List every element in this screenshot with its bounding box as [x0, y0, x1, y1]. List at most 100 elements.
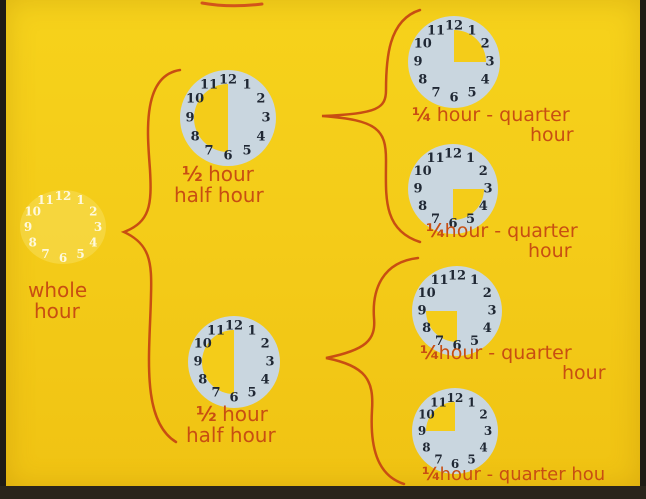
clock-number: 1 — [242, 78, 251, 93]
clock-number: 3 — [261, 111, 270, 126]
clock-number: 2 — [89, 205, 97, 219]
clock-number: 12 — [445, 19, 463, 34]
clock-number: 2 — [479, 408, 487, 422]
top-edge-marker-stroke — [202, 3, 262, 6]
clock-number: 8 — [198, 373, 207, 388]
clock-number: 8 — [422, 321, 431, 336]
quarter-line2: hour — [420, 364, 606, 384]
clock-number: 5 — [76, 247, 84, 261]
clock-number: 12 — [444, 147, 462, 162]
clock-number: 2 — [483, 286, 492, 301]
clock-number: 2 — [481, 37, 490, 52]
clock-number: 1 — [247, 323, 256, 338]
clock-number: 9 — [418, 424, 426, 438]
clock-number: 3 — [483, 182, 492, 197]
clock-number: 8 — [29, 236, 37, 250]
clock-number: 12 — [447, 391, 464, 405]
clock-number: 1 — [76, 193, 84, 207]
clock-number: 5 — [467, 86, 476, 101]
clock-number: 7 — [211, 386, 220, 401]
clock-number: 9 — [417, 304, 426, 319]
clock-number: 1 — [466, 151, 475, 166]
clock-number: 11 — [430, 395, 447, 409]
half-line2: half hour — [186, 425, 276, 446]
quarter-line1: hour - quarter — [445, 220, 578, 242]
clock-number: 5 — [247, 386, 256, 401]
quarter-line1: hour - quarter — [437, 104, 570, 126]
clock-number: 1 — [467, 395, 475, 409]
quarter-line1: hour - quarter — [439, 342, 572, 364]
whole-hour-clock: 121234567891011 — [14, 186, 112, 268]
clock-number: 7 — [41, 247, 49, 261]
clock-number: 12 — [55, 189, 72, 203]
quarter-fraction: ¼ — [426, 220, 445, 242]
clock-number: 3 — [485, 55, 494, 70]
clock-number: 3 — [265, 355, 274, 370]
clock-number: 5 — [242, 143, 251, 158]
clock-number: 1 — [467, 23, 476, 38]
quarter-clock-1: 121234567891011 — [406, 14, 502, 110]
clock-number: 4 — [256, 130, 265, 145]
half-hour-caption-top: ½ hour half hour — [182, 164, 264, 206]
clock-number: 9 — [185, 111, 194, 126]
clock-number: 3 — [94, 220, 102, 234]
whole-line1: whole — [28, 280, 87, 301]
clock-number: 6 — [59, 251, 67, 265]
clock-number: 9 — [413, 55, 422, 70]
clock-number: 1 — [470, 273, 479, 288]
clock-number: 10 — [194, 337, 212, 352]
clock-number: 9 — [24, 220, 32, 234]
clock-number: 11 — [207, 323, 225, 338]
clock-number: 10 — [414, 164, 432, 179]
clock-number: 10 — [418, 408, 435, 422]
half-hour-caption-bottom: ½ hour half hour — [196, 404, 276, 446]
clock-number: 3 — [487, 304, 496, 319]
clock-number: 4 — [89, 236, 97, 250]
whole-hour-caption: whole hour — [28, 280, 87, 322]
clock-number: 11 — [427, 23, 445, 38]
clock-number: 4 — [481, 73, 490, 88]
clock-number: 12 — [225, 319, 243, 334]
clock-number: 9 — [413, 182, 422, 197]
clock-number: 2 — [261, 337, 270, 352]
clock-number: 2 — [256, 92, 265, 107]
clock-number: 8 — [422, 441, 430, 455]
clock-number: 10 — [186, 92, 204, 107]
clock-number: 11 — [430, 273, 448, 288]
quarter-caption-2: ¼hour - quarter hour — [426, 222, 578, 262]
clock-number: 12 — [448, 269, 466, 284]
clock-number: 7 — [204, 143, 213, 158]
clock-number: 4 — [479, 441, 487, 455]
half-line2: half hour — [174, 185, 264, 206]
clock-number: 11 — [37, 193, 54, 207]
quarter-fraction: ¼ — [420, 342, 439, 364]
quarter-caption-3: ¼hour - quarter hour — [420, 344, 606, 384]
half-hour-clock-top: 121234567891011 — [178, 68, 278, 168]
clock-number: 9 — [193, 355, 202, 370]
clock-number: 10 — [418, 286, 436, 301]
clock-number: 2 — [479, 164, 488, 179]
clock-number: 4 — [261, 373, 270, 388]
clock-number: 8 — [418, 199, 427, 214]
quarter-caption-4: ¼hour - quarter hou — [422, 466, 605, 485]
half-clock-face: 121234567891011 — [186, 314, 282, 410]
clock-number: 4 — [483, 321, 492, 336]
left-curly-brace — [124, 70, 180, 442]
clock-number: 4 — [479, 199, 488, 214]
quarter-line2: hour — [426, 242, 578, 262]
quarter-fraction: ¼ — [412, 104, 431, 126]
clock-number: 8 — [418, 73, 427, 88]
clock-number: 7 — [431, 86, 440, 101]
clock-number: 10 — [414, 37, 432, 52]
whole-line2: hour — [28, 301, 87, 322]
bottom-right-curly-brace — [326, 258, 418, 484]
quarter-line1: hour - quarter hou — [440, 464, 606, 485]
clock-number: 12 — [219, 73, 237, 88]
quarter-fraction: ¼ — [422, 464, 440, 485]
